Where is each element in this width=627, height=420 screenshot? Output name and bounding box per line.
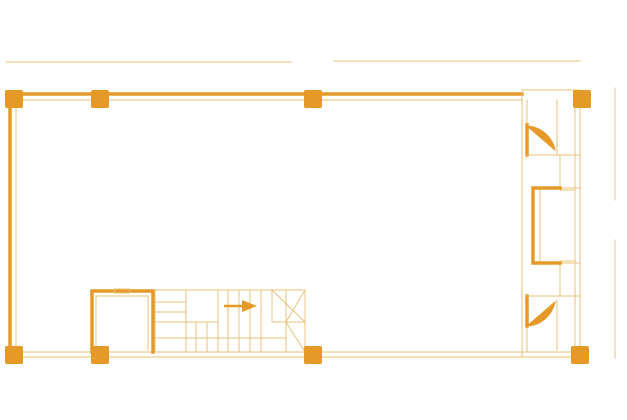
column: [5, 346, 23, 364]
staircase: [154, 289, 306, 353]
column: [91, 346, 109, 364]
door-lower: [525, 294, 558, 328]
right-wall: [521, 89, 581, 358]
outer-walls: [8, 92, 579, 358]
column: [5, 90, 23, 108]
arrow-right-icon: [224, 300, 257, 312]
small-room: [90, 288, 155, 354]
column: [573, 90, 591, 108]
column: [304, 90, 322, 108]
door-upper: [525, 123, 558, 157]
columns: [5, 90, 591, 364]
column: [571, 346, 589, 364]
column: [304, 346, 322, 364]
column: [91, 90, 109, 108]
window-recess: [531, 186, 562, 265]
